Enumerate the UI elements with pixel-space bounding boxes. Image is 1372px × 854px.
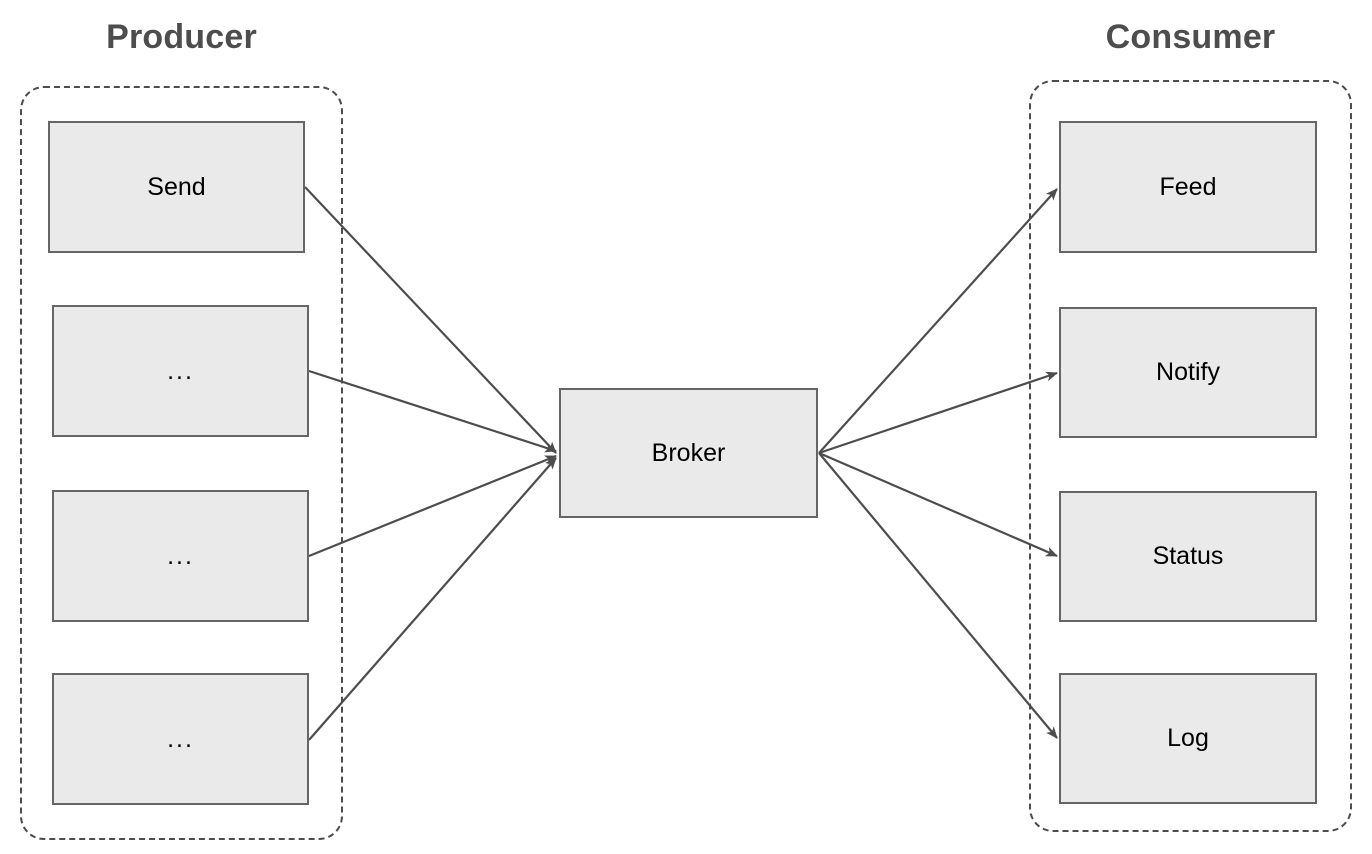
edge-producer4-to-broker xyxy=(308,457,557,741)
producer-node-4[interactable]: ... xyxy=(52,673,309,805)
edge-producer2-to-broker xyxy=(308,369,557,453)
consumer-node-notify-label: Notify xyxy=(1156,358,1220,386)
producer-node-2-label: ... xyxy=(167,356,194,385)
consumer-node-feed[interactable]: Feed xyxy=(1059,121,1317,253)
consumer-node-feed-label: Feed xyxy=(1159,172,1217,201)
producer-node-4-label: ... xyxy=(167,724,194,753)
producer-node-3-label: ... xyxy=(167,541,194,570)
broker-node[interactable]: Broker xyxy=(559,388,818,518)
consumer-node-status-label: Status xyxy=(1152,542,1224,570)
consumer-node-status[interactable]: Status xyxy=(1059,491,1317,622)
edge-broker-to-log xyxy=(818,452,1058,739)
broker-node-label: Broker xyxy=(651,438,726,467)
edge-broker-to-feed xyxy=(818,188,1058,454)
consumer-group-title: Consumer xyxy=(1105,18,1276,56)
producer-node-3[interactable]: ... xyxy=(52,490,309,622)
producer-node-2[interactable]: ... xyxy=(52,305,309,437)
consumer-node-log-label: Log xyxy=(1167,724,1209,752)
producer-group-title: Producer xyxy=(106,18,257,56)
edge-producer3-to-broker xyxy=(308,454,557,558)
consumer-node-notify[interactable]: Notify xyxy=(1059,307,1317,438)
consumer-group-container xyxy=(1029,80,1352,832)
edge-broker-to-status xyxy=(818,451,1058,558)
edge-broker-to-notify xyxy=(818,371,1058,455)
consumer-node-log[interactable]: Log xyxy=(1059,673,1317,804)
producer-node-send-label: Send xyxy=(147,172,206,201)
producer-node-send[interactable]: Send xyxy=(48,121,305,253)
producer-group-container xyxy=(20,86,343,840)
